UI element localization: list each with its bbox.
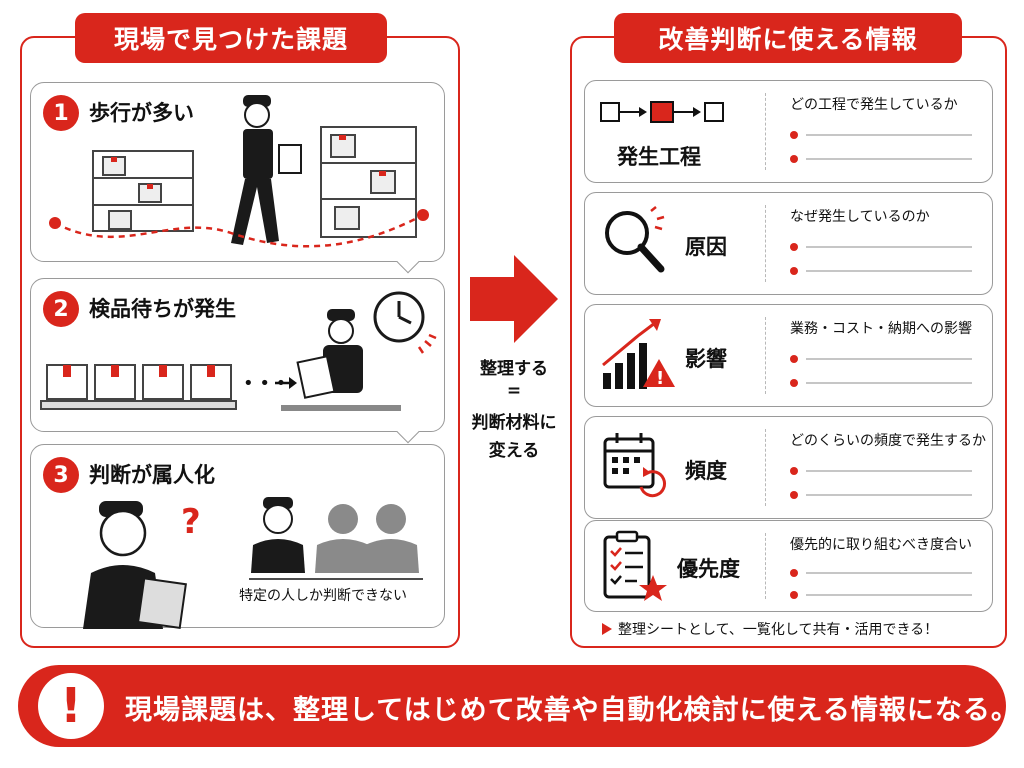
issue-card-walking: 1 歩行が多い — [30, 82, 445, 274]
svg-text:• • •: • • • — [243, 373, 286, 394]
clock-icon — [373, 291, 437, 354]
issue-caption: 特定の人しか判断できない — [239, 588, 407, 604]
info-label: 影響 — [685, 347, 727, 371]
waiting-boxes-icon — [40, 364, 237, 410]
worker-walking-icon — [231, 95, 302, 245]
bullet-line — [790, 591, 972, 601]
bullet-line — [790, 491, 972, 501]
footer-note-text: 整理シートとして、一覧化して共有・活用できる！ — [618, 622, 939, 638]
issue-title: 歩行が多い — [89, 101, 194, 125]
bullet-line — [790, 355, 972, 365]
bullet-line — [790, 155, 972, 165]
info-card-frequency: 頻度 どのくらいの頻度で発生するか — [584, 416, 993, 519]
bullet-line — [790, 131, 972, 141]
info-question: どの工程で発生しているか — [790, 97, 958, 113]
issue-card-inspection-wait: 2 検品待ちが発生 • • • — [30, 278, 445, 444]
other-person-icon — [315, 504, 371, 573]
center-text-equals: = — [506, 381, 522, 401]
process-flow-icon — [600, 101, 724, 123]
right-panel-title: 改善判断に使える情報 — [614, 13, 962, 63]
issue-card-personalized-judgment: 3 判断が属人化 ? 特定の人しか判断できない — [30, 444, 445, 629]
center-text-line3: 判断材料に — [471, 413, 557, 433]
bullet-line — [790, 569, 972, 579]
inspector-worker-icon — [281, 309, 401, 411]
info-question: どのくらいの頻度で発生するか — [790, 433, 986, 449]
warehouse-walking-illustration — [49, 95, 429, 248]
exclamation-mark: ! — [60, 678, 82, 734]
bottom-message-text: 現場課題は、整理してはじめて改善や自動化検討に使える情報になる。 — [125, 695, 1019, 726]
bullet-line — [790, 267, 972, 277]
issue-title: 判断が属人化 — [89, 463, 215, 487]
issue-title: 検品待ちが発生 — [89, 297, 236, 321]
info-question: 優先的に取り組むべき度合い — [790, 537, 972, 553]
issue-number-badge: 1 — [43, 95, 79, 131]
exclamation-icon: ! — [38, 673, 104, 739]
shelf-right-icon — [320, 126, 417, 238]
issue-number-badge: 2 — [43, 291, 79, 327]
bullet-line — [790, 243, 972, 253]
checklist-star-icon — [603, 530, 667, 601]
info-card-cause: 原因 なぜ発生しているのか — [584, 192, 993, 295]
issue-number-badge: 3 — [43, 457, 79, 493]
inspection-wait-illustration: • • • — [40, 291, 437, 411]
info-question: 業務・コスト・納期への影響 — [790, 321, 972, 337]
question-mark-icon: ? — [181, 502, 201, 542]
walking-route-line — [54, 213, 424, 248]
info-label: 発生工程 — [617, 145, 701, 169]
info-card-process: 発生工程 どの工程で発生しているか — [584, 80, 993, 183]
calendar-cycle-icon — [603, 433, 667, 498]
other-person-icon — [363, 504, 419, 573]
personalized-judgment-illustration: ? — [83, 497, 423, 629]
bullet-line — [790, 467, 972, 477]
confused-worker-icon — [83, 501, 187, 629]
expert-person-icon — [251, 497, 305, 573]
info-label: 優先度 — [677, 557, 740, 581]
right-panel-footer-note: 整理シートとして、一覧化して共有・活用できる！ — [602, 619, 938, 639]
center-text-line1: 整理する — [480, 359, 548, 379]
shelf-left-icon — [92, 150, 194, 232]
rising-chart-warning-icon: ! — [602, 319, 675, 389]
info-question: なぜ発生しているのか — [790, 209, 930, 225]
left-panel-title: 現場で見つけた課題 — [75, 13, 387, 63]
bullet-line — [790, 379, 972, 389]
info-card-impact: ! 影響 業務・コスト・納期への影響 — [584, 304, 993, 407]
magnifier-icon — [605, 206, 665, 273]
right-arrow-icon — [470, 255, 558, 343]
bottom-message-bar — [18, 665, 1006, 747]
info-label: 頻度 — [685, 459, 727, 483]
play-triangle-icon — [602, 623, 612, 635]
info-card-priority: 優先度 優先的に取り組むべき度合い — [584, 520, 993, 612]
center-text-line4: 変える — [488, 441, 540, 461]
info-label: 原因 — [685, 235, 727, 259]
svg-text:!: ! — [656, 368, 664, 389]
